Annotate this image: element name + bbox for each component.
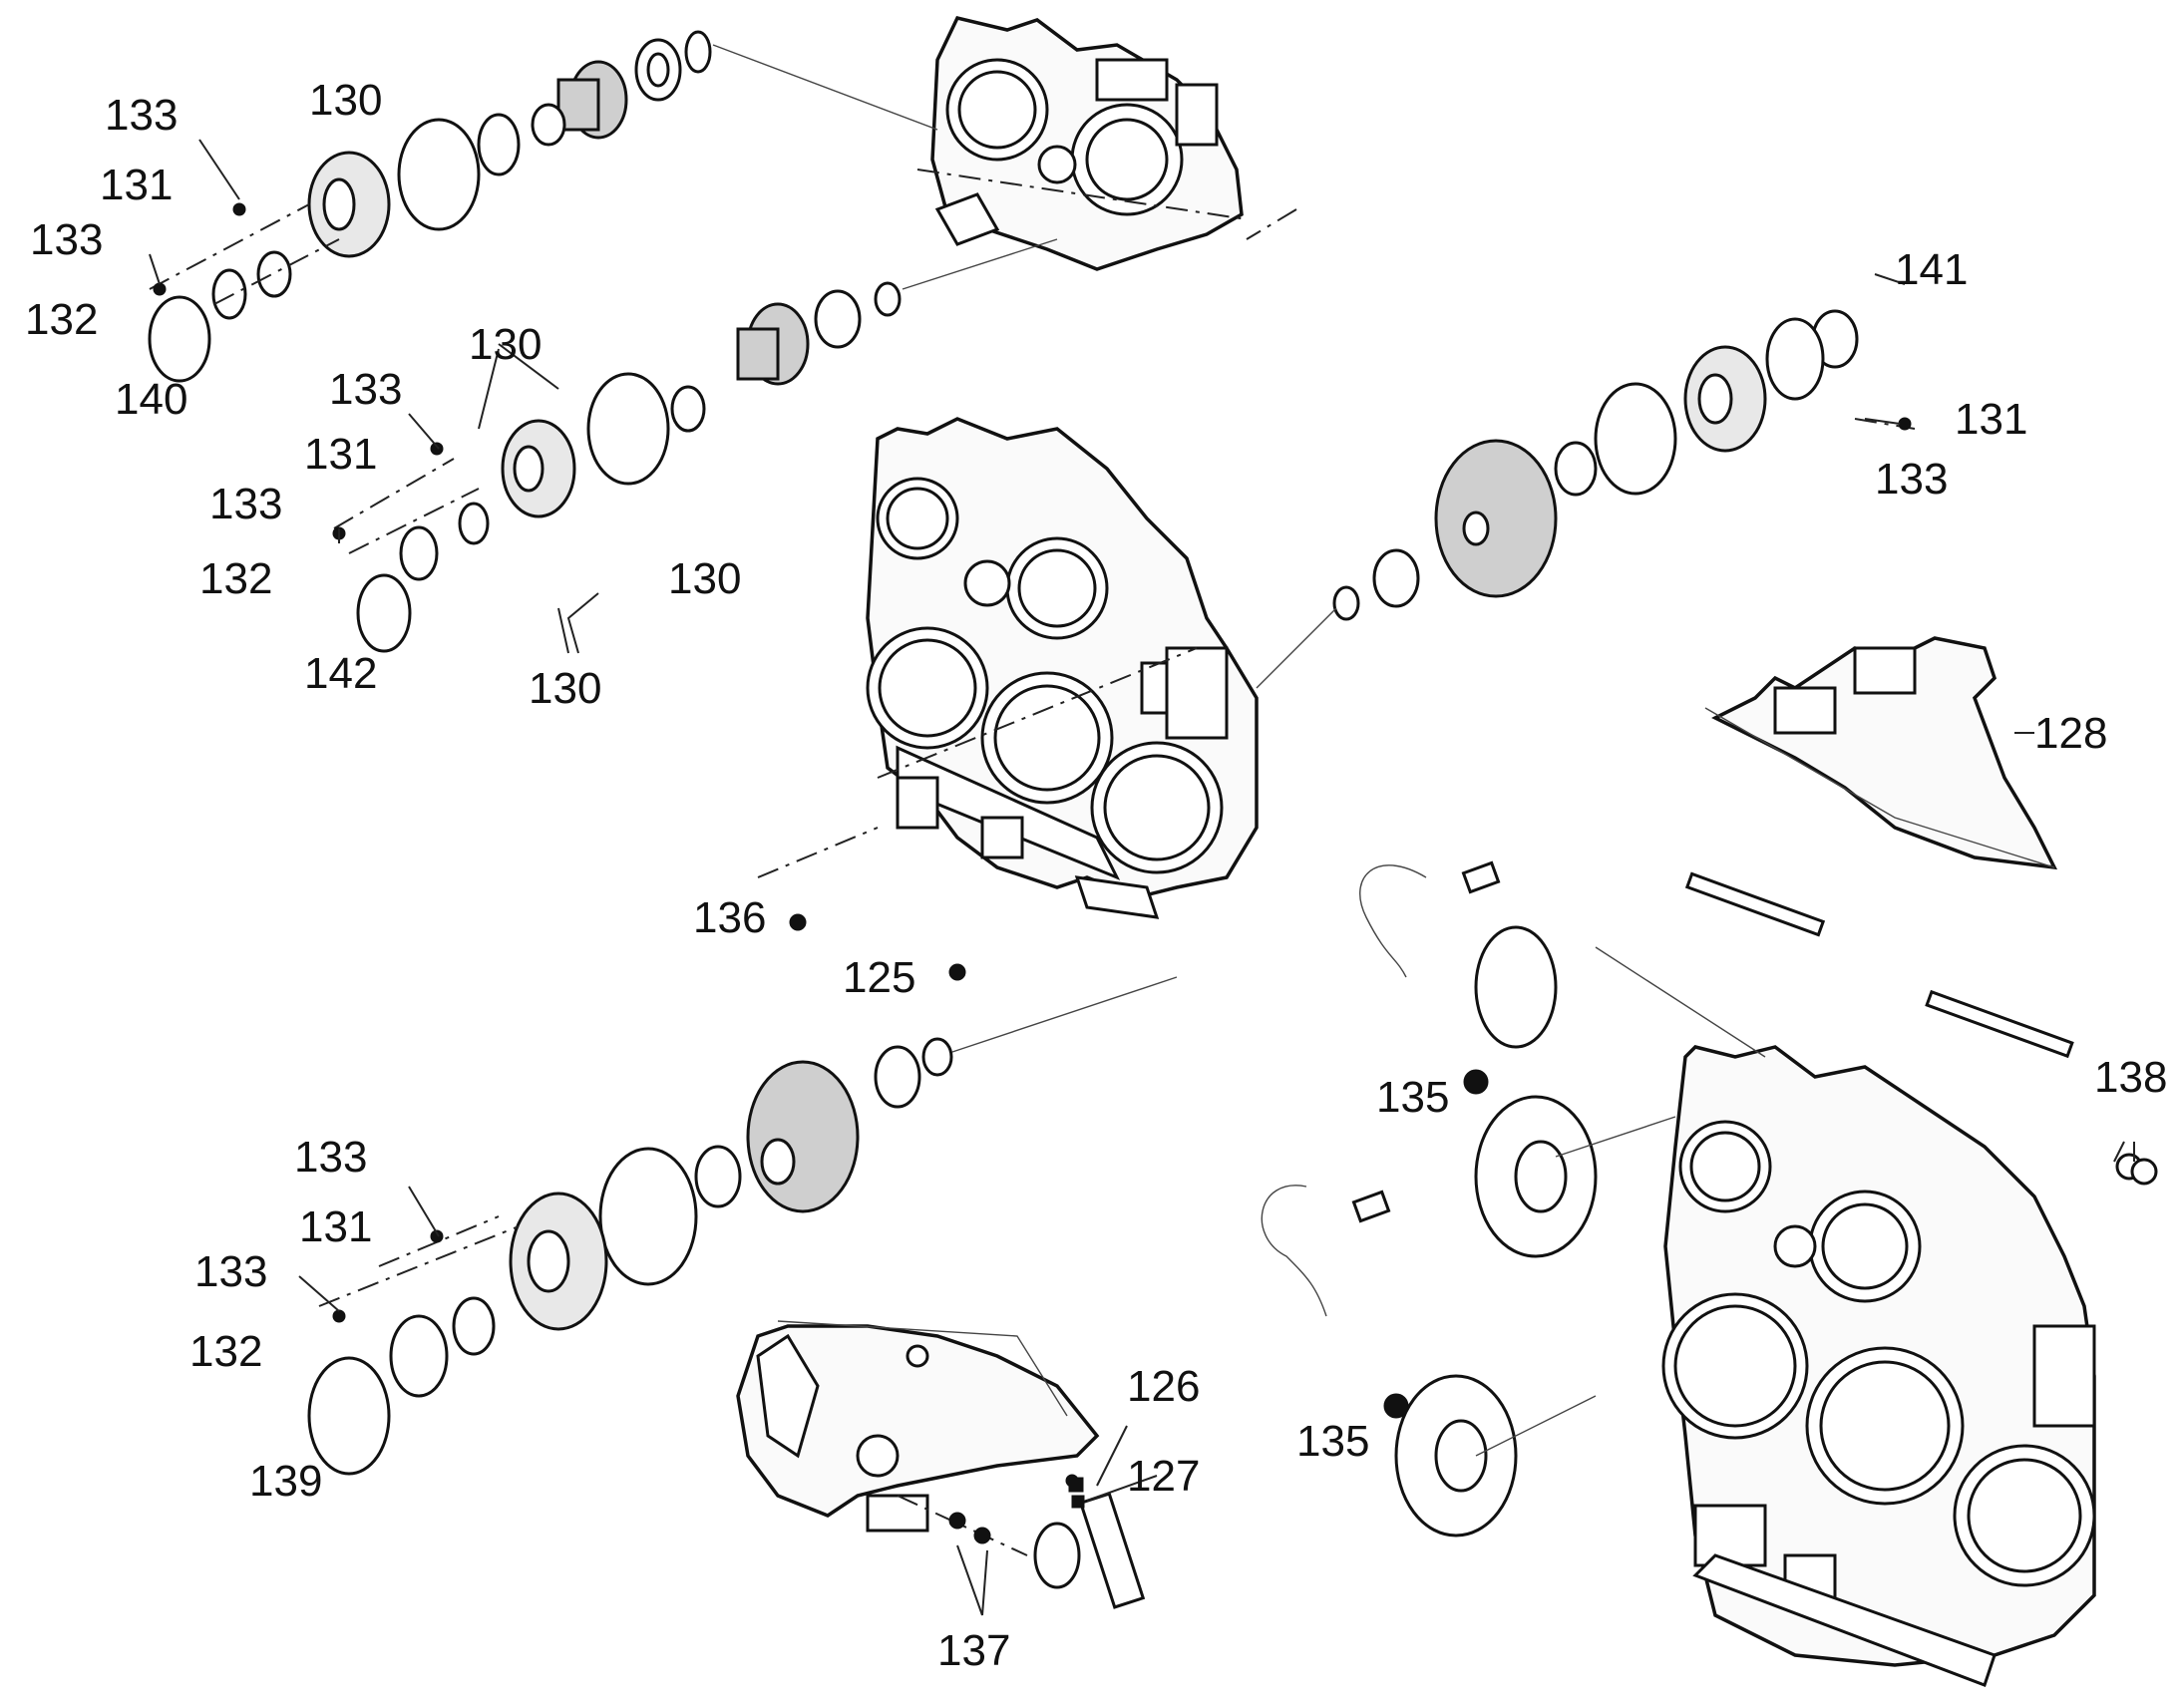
- callout-133: 133: [294, 1133, 367, 1182]
- callout-130: 130: [309, 76, 382, 125]
- callout-139: 139: [249, 1457, 322, 1506]
- housing-bottom-center-partial: [736, 1320, 1100, 1533]
- callout-136: 136: [693, 893, 766, 942]
- callout-125: 125: [843, 953, 915, 1002]
- housing-right-partial: [1704, 636, 2058, 870]
- callout-133: 133: [209, 480, 282, 528]
- callout-126: 126: [1127, 1362, 1200, 1411]
- callout-132: 132: [189, 1327, 262, 1376]
- callout-130: 130: [668, 554, 741, 603]
- callout-131: 131: [100, 161, 173, 209]
- callout-130: 130: [529, 664, 601, 713]
- callout-131: 131: [1955, 395, 2027, 444]
- callout-133: 133: [194, 1247, 267, 1296]
- callout-135: 135: [1376, 1073, 1449, 1122]
- shaft-assembly-2: [356, 238, 1058, 653]
- callout-133: 133: [329, 365, 402, 414]
- housing-bottom-right: [1661, 1045, 2096, 1687]
- callout-131: 131: [304, 430, 377, 479]
- callout-132: 132: [199, 554, 272, 603]
- callout-141: 141: [1895, 245, 1968, 294]
- callout-137: 137: [937, 1626, 1010, 1675]
- callout-142: 142: [304, 649, 377, 698]
- callout-133: 133: [1875, 455, 1948, 504]
- callout-133: 133: [30, 215, 103, 264]
- shaft-assembly-4: [307, 976, 1178, 1476]
- leader-lines: [149, 139, 2135, 1616]
- callout-138: 138: [2094, 1053, 2167, 1102]
- shaft-assembly-3: [1256, 309, 1859, 689]
- housing-center: [866, 417, 1259, 919]
- callout-135: 135: [1296, 1417, 1369, 1466]
- callout-131: 131: [299, 1202, 372, 1251]
- callout-127: 127: [1127, 1452, 1200, 1501]
- sensor-block: [1033, 1477, 1146, 1609]
- shaft-assembly-1: [148, 30, 938, 383]
- callout-labels: 130 133 131 133 132 140 130 133 131 133 …: [25, 76, 2167, 1675]
- fasteners-and-axis-lines: [149, 169, 1916, 1556]
- callout-128: 128: [2034, 709, 2107, 758]
- piping-and-sensors: [1261, 860, 2158, 1537]
- housing-top-partial: [930, 15, 1244, 271]
- callout-133: 133: [105, 91, 178, 140]
- callout-140: 140: [115, 375, 187, 424]
- callout-132: 132: [25, 295, 98, 344]
- callout-130: 130: [469, 320, 542, 369]
